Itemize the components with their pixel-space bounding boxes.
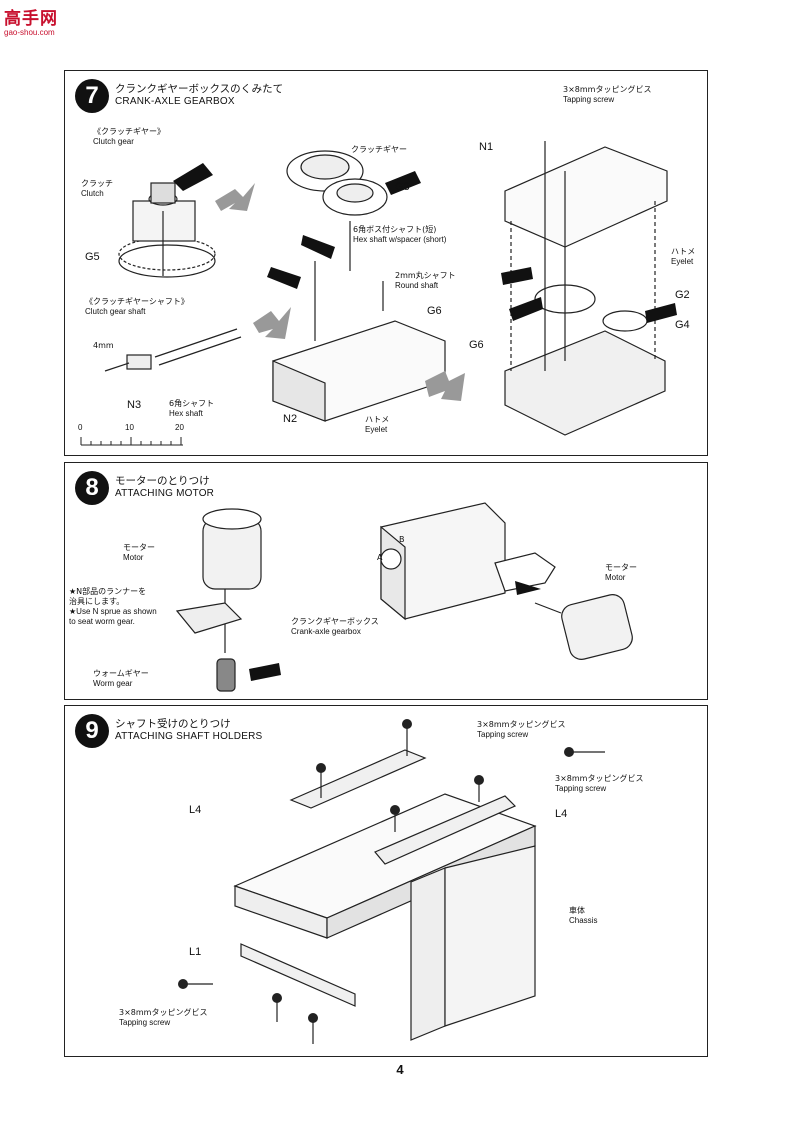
clutch-gear-label: 《クラッチギヤー》Clutch gear <box>93 127 165 146</box>
part-n3: N3 <box>127 399 142 411</box>
scale-numbers: 0 10 20 <box>78 423 184 432</box>
step-title-jp: シャフト受けのとりつけ <box>115 718 231 730</box>
step-title-jp: クランクギヤーボックスのくみたて <box>115 83 284 95</box>
page-number: 4 <box>396 1062 404 1077</box>
site-logo: 高手网 gao-shou.com <box>4 4 74 38</box>
part-l4-left: L4 <box>189 804 202 816</box>
step-title-en: CRANK-AXLE GEARBOX <box>115 96 235 107</box>
part-g5: G5 <box>85 251 100 263</box>
part-l4-right: L4 <box>555 808 568 820</box>
step-9-panel: 9 シャフト受けのとりつけ ATTACHING SHAFT HOLDERS <box>64 705 708 1057</box>
step-7-panel: 7 クランクギヤーボックスのくみたて CRANK-AXLE GEARBOX <box>64 70 708 456</box>
label-a: A <box>377 553 383 562</box>
part-n1: N1 <box>479 141 494 153</box>
part-g6: G6 <box>427 305 442 317</box>
step-number-badge: 9 <box>75 714 109 748</box>
step-8-illustration <box>175 502 633 692</box>
step-number-badge: 7 <box>75 79 109 113</box>
step-number-badge: 8 <box>75 471 109 505</box>
part-g3: G3 <box>395 181 410 193</box>
part-l1: L1 <box>189 946 202 958</box>
label-b: B <box>399 535 405 544</box>
arrow-icon <box>173 163 213 191</box>
part-g2: G2 <box>675 289 690 301</box>
logo-url: gao-shou.com <box>4 28 55 37</box>
part-g4: G4 <box>675 319 690 331</box>
part-n2: N2 <box>283 413 298 425</box>
step-7-illustration <box>80 141 677 446</box>
step-9-illustration <box>178 719 605 1044</box>
part-g6-right: G6 <box>469 339 484 351</box>
dim-4mm: 4mm <box>93 341 114 350</box>
step-title: シャフト受けのとりつけ ATTACHING SHAFT HOLDERS <box>115 716 262 742</box>
hex-shaft-spacer-label: 6角ボス付シャフト(短)Hex shaft w/spacer (short) <box>353 225 447 244</box>
step-title-en: ATTACHING SHAFT HOLDERS <box>115 731 263 742</box>
step-title: モーターのとりつけ ATTACHING MOTOR <box>115 473 214 499</box>
step-title: クランクギヤーボックスのくみたて CRANK-AXLE GEARBOX <box>115 81 283 107</box>
step-title-en: ATTACHING MOTOR <box>115 488 215 499</box>
logo-mark: 高手网 <box>4 9 58 29</box>
gray-arrow-icon <box>215 183 255 211</box>
step-title-jp: モーターのとりつけ <box>115 475 210 487</box>
clutch-gear-shaft-label: 《クラッチギヤーシャフト》Clutch gear shaft <box>85 297 189 316</box>
clutch-gear-center-label: クラッチギヤー <box>351 145 407 154</box>
scale-ruler <box>80 437 183 446</box>
